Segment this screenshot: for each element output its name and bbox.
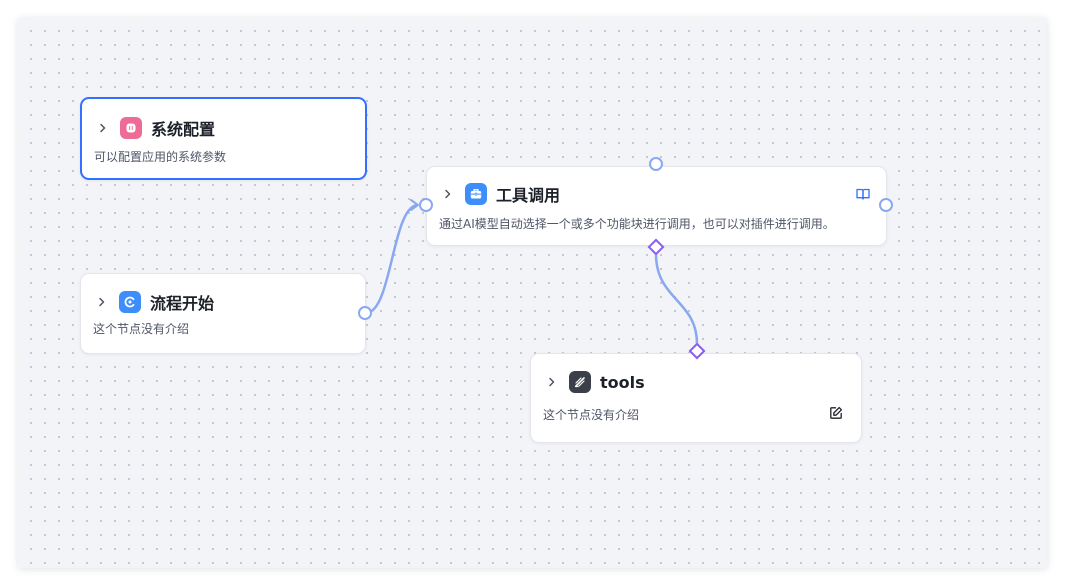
node-description: 这个节点没有介绍 bbox=[543, 408, 640, 422]
flow-start-source-handle[interactable] bbox=[358, 306, 372, 320]
node-description: 这个节点没有介绍 bbox=[93, 322, 190, 336]
node-description: 通过AI模型自动选择一个或多个功能块进行调用，也可以对插件进行调用。 bbox=[439, 217, 835, 231]
node-flow-start[interactable]: 流程开始 这个节点没有介绍 bbox=[80, 273, 366, 354]
node-description: 可以配置应用的系统参数 bbox=[94, 150, 227, 164]
tool-call-left-handle[interactable] bbox=[419, 198, 433, 212]
chevron-right-icon[interactable] bbox=[545, 375, 559, 389]
tool-call-right-handle[interactable] bbox=[879, 198, 893, 212]
tool-call-top-handle[interactable] bbox=[649, 157, 663, 171]
tools-plugin-icon bbox=[569, 371, 591, 393]
node-title: tools bbox=[600, 372, 645, 392]
edit-icon[interactable] bbox=[828, 405, 844, 421]
node-title: 流程开始 bbox=[150, 294, 215, 313]
chevron-right-icon[interactable] bbox=[95, 295, 109, 309]
node-system-config[interactable]: 系统配置 可以配置应用的系统参数 bbox=[80, 97, 367, 180]
node-tool-call[interactable]: 工具调用 通过AI模型自动选择一个或多个功能块进行调用，也可以对插件进行调用。 bbox=[426, 166, 887, 246]
book-icon[interactable] bbox=[855, 186, 871, 202]
chevron-right-icon[interactable] bbox=[441, 187, 455, 201]
system-config-icon bbox=[120, 117, 142, 139]
node-title: 系统配置 bbox=[151, 120, 216, 139]
play-start-icon bbox=[119, 291, 141, 313]
chevron-right-icon[interactable] bbox=[96, 121, 110, 135]
toolbox-icon bbox=[465, 183, 487, 205]
node-title: 工具调用 bbox=[496, 186, 561, 205]
node-tools[interactable]: tools 这个节点没有介绍 bbox=[530, 353, 862, 443]
